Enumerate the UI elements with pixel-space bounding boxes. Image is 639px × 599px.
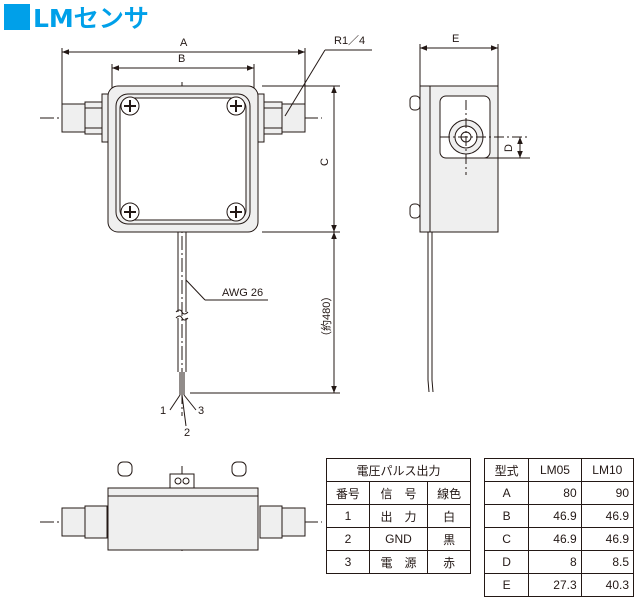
lead-2-label: 2	[184, 427, 190, 439]
wire-label: AWG 26	[222, 287, 263, 299]
pulse-cell: 出 力	[368, 504, 429, 528]
spec-cell: B	[483, 504, 530, 528]
title-text: LMセンサ	[33, 4, 149, 33]
dim-e-label: E	[452, 33, 459, 45]
pulse-cell: 3	[326, 550, 370, 574]
spec-cell: 90	[580, 481, 635, 505]
side-view	[409, 44, 530, 393]
spec-cell: 8.5	[580, 550, 635, 574]
spec-cell: 46.9	[580, 527, 635, 551]
spec-cell: E	[483, 573, 530, 597]
spec-table: 型式 LM05 LM10 A 80 90 B 46.9 46.9 C 46.9 …	[483, 458, 635, 597]
pulse-header-cell: 番号	[326, 481, 370, 505]
pulse-header-cell: 線色	[427, 481, 471, 505]
table-row: C 46.9 46.9	[483, 527, 635, 551]
pulse-cell: 電 源	[368, 550, 429, 574]
table-row: 1 出 力 白	[326, 504, 471, 528]
table-row: 3 電 源 赤	[326, 550, 471, 574]
pulse-cell: GND	[368, 527, 429, 551]
lead-3-label: 3	[198, 405, 204, 417]
spec-cell: 27.3	[528, 573, 582, 597]
spec-cell: 80	[528, 481, 582, 505]
title-square-icon	[4, 4, 30, 30]
lead-1-label: 1	[160, 405, 166, 417]
pulse-cell: 赤	[427, 550, 471, 574]
spec-cell: 46.9	[580, 504, 635, 528]
bottom-view	[40, 461, 322, 552]
spec-cell: 46.9	[528, 504, 582, 528]
cable-length-label: （約480）	[319, 291, 333, 342]
spec-header-cell: 型式	[483, 458, 530, 482]
thread-label: R1／4	[334, 34, 365, 47]
spec-cell: 46.9	[528, 527, 582, 551]
pulse-header-cell: 信 号	[368, 481, 429, 505]
table-row: A 80 90	[483, 481, 635, 505]
pulse-cell: 1	[326, 504, 370, 528]
spec-header-cell: LM05	[528, 458, 582, 482]
page-title: LMセンサ	[4, 2, 149, 33]
pulse-cell: 黒	[427, 527, 471, 551]
table-row: D 8 8.5	[483, 550, 635, 574]
table-row: B 46.9 46.9	[483, 504, 635, 528]
spec-cell: A	[483, 481, 530, 505]
pulse-cell: 2	[326, 527, 370, 551]
spec-cell: 8	[528, 550, 582, 574]
dim-a-label: A	[180, 37, 188, 49]
dim-d-label: D	[503, 144, 515, 152]
pulse-table-caption: 電圧パルス出力	[326, 458, 471, 482]
spec-cell: D	[483, 550, 530, 574]
dim-b-label: B	[178, 53, 185, 65]
pulse-cell: 白	[427, 504, 471, 528]
pulse-output-table: 電圧パルス出力 番号 信 号 線色 1 出 力 白 2 GND 黒 3 電 源 …	[326, 458, 471, 574]
spec-cell: 40.3	[580, 573, 635, 597]
spec-header-cell: LM10	[580, 458, 635, 482]
table-row: E 27.3 40.3	[483, 573, 635, 597]
dim-c-label: C	[319, 158, 331, 166]
front-view	[40, 48, 372, 427]
spec-cell: C	[483, 527, 530, 551]
table-row: 2 GND 黒	[326, 527, 471, 551]
